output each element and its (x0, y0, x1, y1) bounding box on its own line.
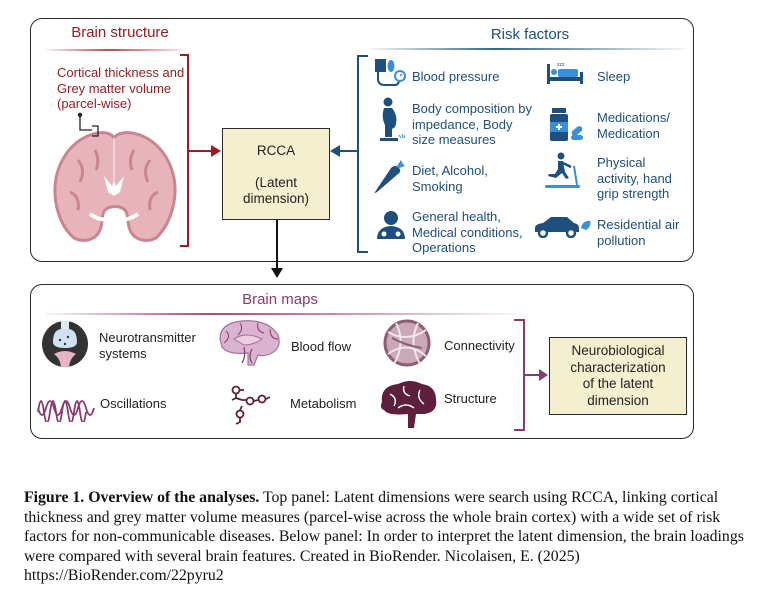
risk-factor-line: Residential air (597, 217, 680, 232)
risk-factor-body-composition: Body composition by impedance, Body size… (412, 101, 532, 148)
brain-structure-bracket (180, 54, 221, 247)
sleep-bed-icon: zzz (547, 62, 583, 84)
risk-factor-medication: Medications/ Medication (597, 110, 670, 141)
result-line: dimension (587, 392, 649, 408)
brain-map-line: Neurotransmitter (99, 330, 196, 345)
brain-map-line: Structure (444, 391, 497, 406)
brain-maps-underline (46, 313, 516, 315)
brain-maps-bracket (514, 319, 548, 431)
doctor-icon (377, 211, 405, 239)
brain-map-line: Oscillations (100, 396, 167, 411)
risk-factor-line: Diet, Alcohol, (412, 163, 488, 178)
measure-pointer-line (77, 112, 99, 137)
brain-map-line: Connectivity (444, 338, 515, 353)
rcca-label: RCCA (256, 143, 296, 158)
risk-factor-line: Physical (597, 155, 646, 170)
measure-line-2: Grey matter volume (57, 80, 172, 96)
brain-map-metabolism: Metabolism (290, 396, 356, 412)
risk-factor-line: impedance, Body (412, 116, 513, 132)
brain-map-neurotransmitter: Neurotransmitter systems (99, 330, 196, 361)
molecule-icon (231, 385, 271, 425)
figure-caption: Figure 1. Overview of the analyses. Top … (24, 488, 744, 586)
rcca-latent-label: (Latent (254, 175, 298, 190)
risk-factors-underline (370, 48, 686, 50)
risk-factor-line: size measures (412, 132, 496, 147)
result-line: of the latent (582, 376, 654, 391)
rcca-box: RCCA (Latent dimension) (222, 128, 330, 220)
carrot-icon (374, 160, 405, 193)
brain-map-line: Metabolism (290, 396, 357, 411)
risk-factor-line: Medications/ (597, 110, 670, 125)
medication-icon (550, 108, 583, 141)
rcca-down-arrow (271, 220, 283, 278)
brain-map-blood-flow: Blood flow (291, 339, 351, 355)
car-pollution-icon (535, 217, 591, 238)
blood-pressure-icon (375, 59, 406, 86)
risk-factor-line: Body composition by (412, 101, 532, 116)
risk-factor-line: Blood pressure (412, 69, 500, 84)
brain-map-connectivity: Connectivity (444, 338, 515, 354)
sagittal-brain-icon (219, 320, 280, 366)
brain-map-line: Blood flow (291, 339, 351, 354)
risk-factor-line: General health, (412, 209, 501, 224)
connectivity-icon (383, 319, 431, 367)
risk-factor-line: Medication (597, 125, 660, 141)
caption-title: Figure 1. Overview of the analyses. (24, 489, 260, 506)
brain-structure-title: Brain structure (71, 24, 169, 41)
risk-factor-line: Smoking (412, 178, 463, 194)
risk-factor-sleep: Sleep (597, 69, 630, 85)
brain-maps-title: Brain maps (242, 291, 318, 308)
risk-factor-diet: Diet, Alcohol, Smoking (412, 163, 488, 194)
measure-line-3: (parcel-wise) (57, 96, 132, 111)
risk-factor-line: pollution (597, 232, 646, 248)
coronal-brain-icon (53, 131, 177, 242)
risk-factor-line: activity, hand (597, 170, 672, 186)
neurobiological-result-box: Neurobiological characterization of the … (549, 337, 687, 415)
risk-factor-line: Sleep (597, 69, 631, 84)
neurotransmitter-icon (42, 321, 88, 367)
svg-text:zzz: zzz (557, 62, 565, 68)
caption-body: Top panel: Latent dimensions were search… (24, 489, 744, 584)
risk-factor-line: Operations (412, 240, 476, 255)
measure-line-1: Cortical thickness and (57, 65, 185, 80)
brain-measure-label: Cortical thickness and Grey matter volum… (57, 65, 197, 112)
brain-map-oscillations: Oscillations (100, 396, 166, 412)
risk-factor-physical-activity: Physical activity, hand grip strength (597, 155, 672, 202)
brain-map-structure: Structure (444, 391, 497, 407)
risk-factor-line: Medical conditions, (412, 224, 523, 240)
risk-factor-air-pollution: Residential air pollution (597, 217, 679, 248)
risk-factor-line: grip strength (597, 186, 670, 201)
brain-map-line: systems (99, 345, 147, 361)
brain-structure-underline (46, 49, 186, 51)
risk-factor-general-health: General health, Medical conditions, Oper… (412, 209, 523, 256)
result-line: Neurobiological (571, 343, 665, 358)
risk-factor-blood-pressure: Blood pressure (412, 69, 499, 85)
treadmill-icon (545, 152, 580, 188)
body-composition-icon (380, 97, 406, 141)
oscillation-wave-icon (37, 400, 95, 422)
brain-structure-icon (380, 381, 437, 428)
risk-factors-title: Risk factors (490, 26, 570, 43)
rcca-dimension-label: dimension) (242, 191, 310, 206)
risk-factors-bracket (330, 55, 368, 253)
result-line: characterization (570, 359, 666, 375)
